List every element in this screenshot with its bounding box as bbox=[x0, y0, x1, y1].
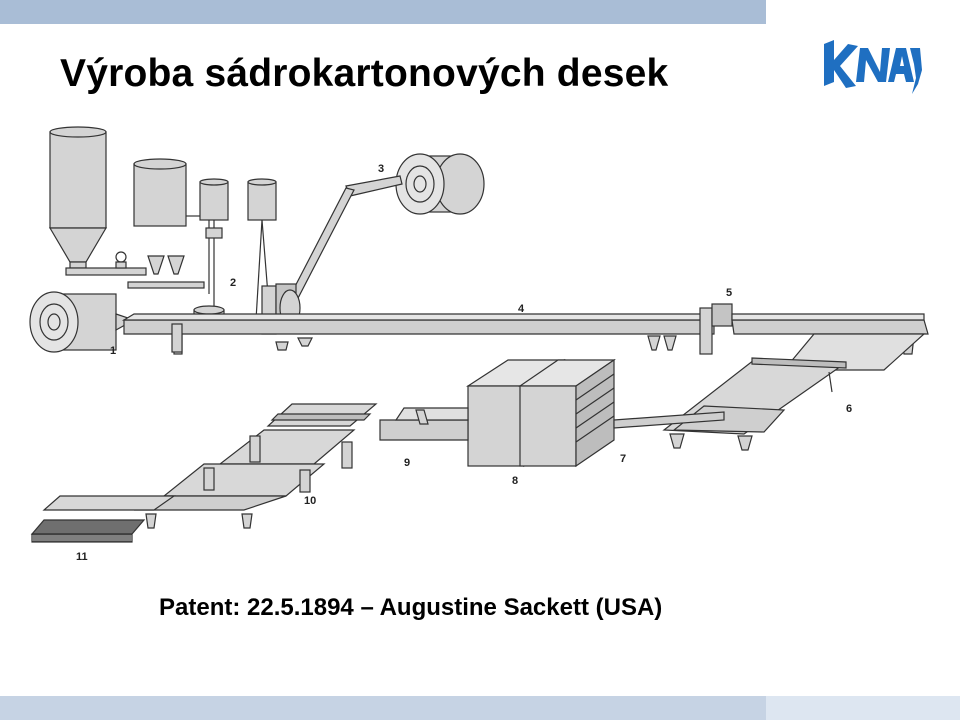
label-2: 2 bbox=[230, 277, 236, 289]
label-4: 4 bbox=[518, 303, 525, 315]
label-3: 3 bbox=[378, 163, 384, 175]
gypsum-silo bbox=[48, 126, 147, 276]
label-11: 11 bbox=[76, 551, 88, 563]
water-tanks bbox=[186, 178, 277, 321]
label-5: 5 bbox=[726, 287, 732, 299]
diagram-labels: 1 2 3 4 5 6 7 8 9 10 11 bbox=[76, 163, 852, 563]
production-line-diagram: 1 2 3 4 5 6 7 8 9 10 11 bbox=[29, 126, 929, 563]
top-accent-bar bbox=[0, 0, 766, 24]
label-1: 1 bbox=[110, 345, 116, 357]
additive-tank bbox=[133, 158, 187, 227]
knauf-logo bbox=[824, 40, 922, 94]
label-6: 6 bbox=[846, 403, 852, 415]
dryer-infeed bbox=[613, 411, 725, 429]
dryer bbox=[465, 358, 616, 468]
dryer-outfeed bbox=[379, 407, 469, 441]
stacking-line bbox=[42, 403, 378, 529]
dosing-hoppers bbox=[127, 255, 205, 289]
forming-belt bbox=[121, 313, 727, 353]
paper-roll-bottom bbox=[29, 291, 136, 353]
paper-roll-top bbox=[287, 153, 485, 303]
patent-caption: Patent: 22.5.1894 – Augustine Sackett (U… bbox=[159, 594, 663, 621]
bottom-accent-bar bbox=[0, 696, 766, 720]
bottom-bar-right bbox=[766, 696, 960, 720]
label-8: 8 bbox=[512, 475, 518, 487]
board-stack bbox=[30, 519, 146, 543]
slide-title: Výroba sádrokartonových desek bbox=[60, 52, 669, 95]
label-10: 10 bbox=[304, 495, 316, 507]
label-9: 9 bbox=[404, 457, 410, 469]
top-bar-gap bbox=[766, 0, 960, 24]
label-7: 7 bbox=[620, 453, 626, 465]
